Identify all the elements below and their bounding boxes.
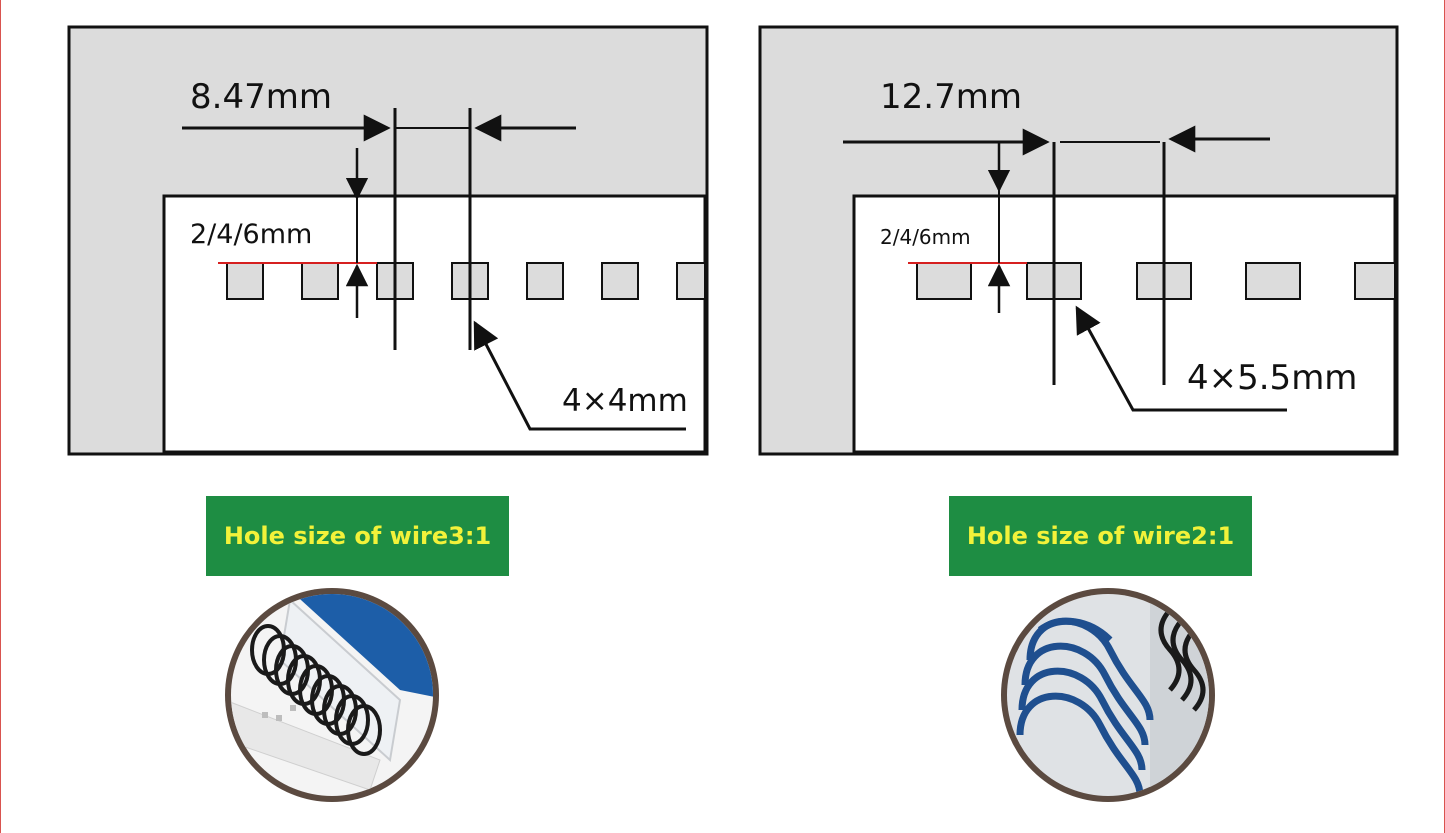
left-paper-sheet bbox=[162, 194, 707, 454]
right-wire-photo bbox=[1001, 588, 1215, 802]
right-caption-badge: Hole size of wire2:1 bbox=[949, 496, 1252, 576]
right-hole-leader-arrow bbox=[1075, 305, 1287, 412]
right-paper-sheet bbox=[852, 194, 1397, 454]
left-hole bbox=[601, 262, 639, 300]
left-hole-leader-arrow bbox=[473, 320, 686, 431]
left-margin-label: 2/4/6mm bbox=[190, 219, 312, 250]
left-diagram-3to1: 8.47mm 2/4/6mm 4×4mm bbox=[67, 25, 709, 456]
left-pitch-label: 8.47mm bbox=[190, 77, 332, 117]
left-hole bbox=[526, 262, 564, 300]
black-wire-loops bbox=[250, 624, 382, 756]
blue-wire-loops bbox=[1016, 617, 1154, 796]
right-margin-label: 2/4/6mm bbox=[880, 225, 971, 249]
left-hole bbox=[226, 262, 264, 300]
left-border-line bbox=[0, 0, 1, 833]
left-hole-partial bbox=[676, 262, 706, 300]
left-wire-photo bbox=[225, 588, 439, 802]
right-diagram-2to1: 12.7mm 2/4/6mm 4×5.5mm bbox=[758, 25, 1399, 456]
right-hole bbox=[916, 262, 972, 300]
left-hole-size-label: 4×4mm bbox=[562, 383, 688, 419]
right-hole bbox=[1245, 262, 1301, 300]
left-caption-badge: Hole size of wire3:1 bbox=[206, 496, 509, 576]
black-wire-loops-back bbox=[1158, 608, 1206, 712]
right-pitch-label: 12.7mm bbox=[880, 77, 1022, 117]
left-hole bbox=[301, 262, 339, 300]
right-hole-size-label: 4×5.5mm bbox=[1187, 358, 1357, 398]
punched-holes bbox=[262, 705, 296, 721]
right-hole-partial bbox=[1354, 262, 1396, 300]
